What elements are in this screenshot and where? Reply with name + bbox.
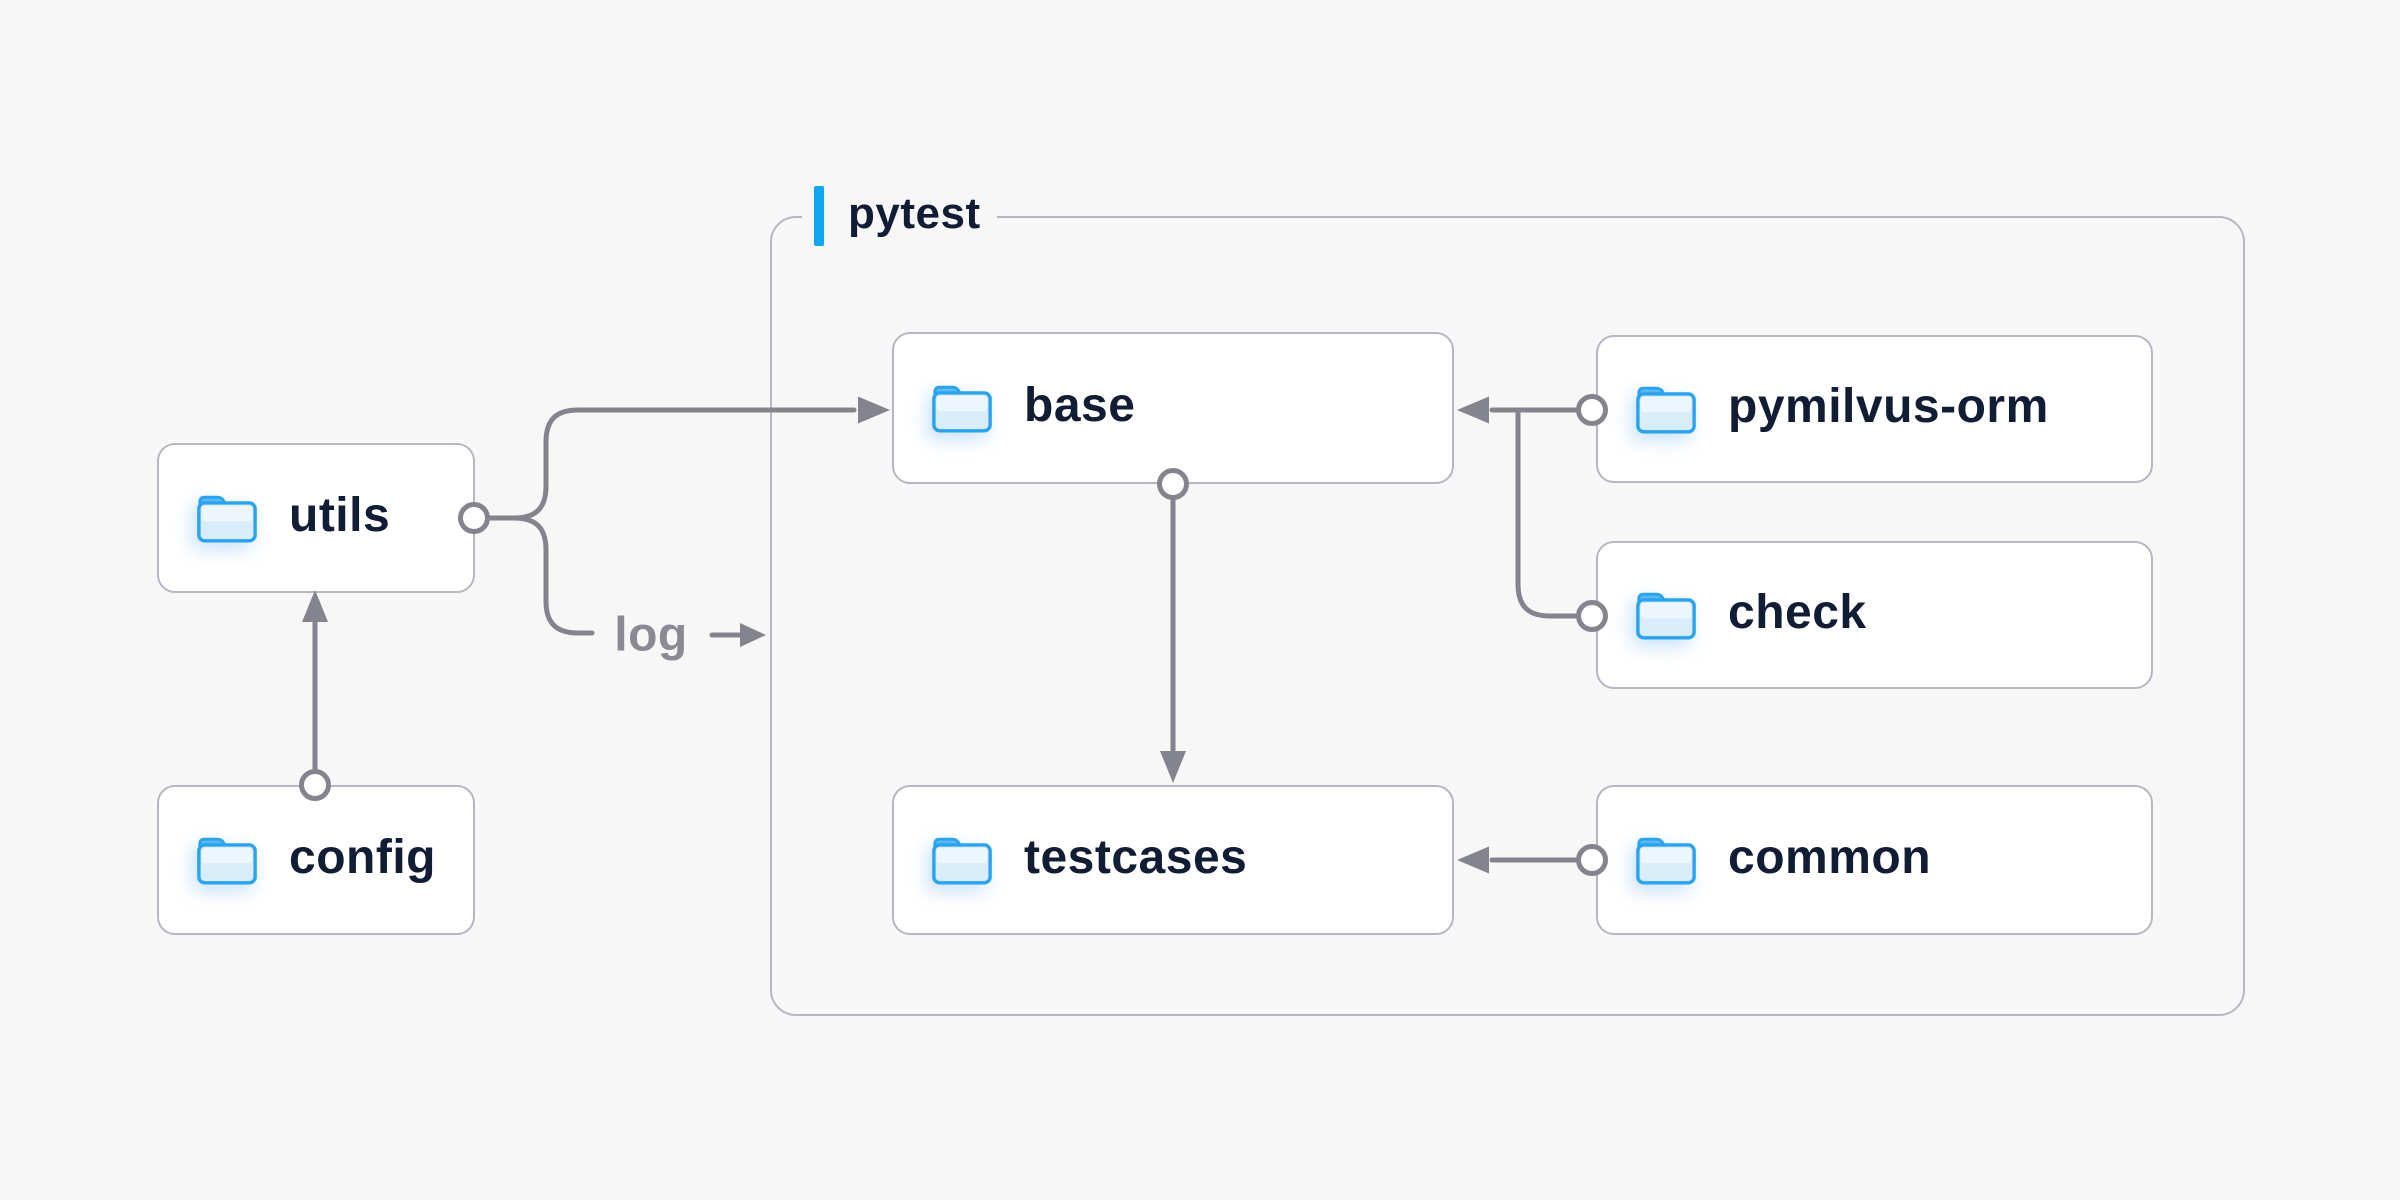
log-edge-label: log	[614, 608, 688, 662]
edge-utils-log	[511, 515, 595, 636]
accent-bar-icon	[814, 186, 824, 246]
folder-icon	[197, 495, 257, 542]
pytest-group-label: pytest	[802, 180, 997, 252]
arrowhead-into-utils	[302, 590, 328, 622]
folder-icon	[932, 837, 992, 885]
node-label: check	[1728, 586, 1867, 639]
node-label: config	[289, 831, 436, 884]
node-label: testcases	[1024, 831, 1248, 884]
node-testcases: testcases	[892, 785, 1454, 935]
node-utils: utils	[157, 443, 475, 593]
node-common: common	[1596, 785, 2153, 935]
group-label-text: pytest	[848, 189, 981, 238]
node-label: base	[1024, 379, 1136, 432]
node-pymilvus-orm: pymilvus-orm	[1596, 335, 2153, 483]
node-label: common	[1728, 831, 1932, 884]
arrowhead-log	[740, 623, 766, 647]
node-check: check	[1596, 541, 2153, 689]
node-config: config	[157, 785, 475, 935]
pytest-group-container	[770, 216, 2245, 1016]
folder-icon	[1636, 592, 1696, 640]
node-label: pymilvus-orm	[1728, 380, 2049, 433]
folder-icon	[197, 837, 257, 885]
node-base: base	[892, 332, 1454, 484]
folder-icon	[1636, 837, 1696, 885]
node-label: utils	[289, 489, 391, 542]
folder-icon	[932, 385, 992, 432]
folder-icon	[1636, 386, 1696, 433]
